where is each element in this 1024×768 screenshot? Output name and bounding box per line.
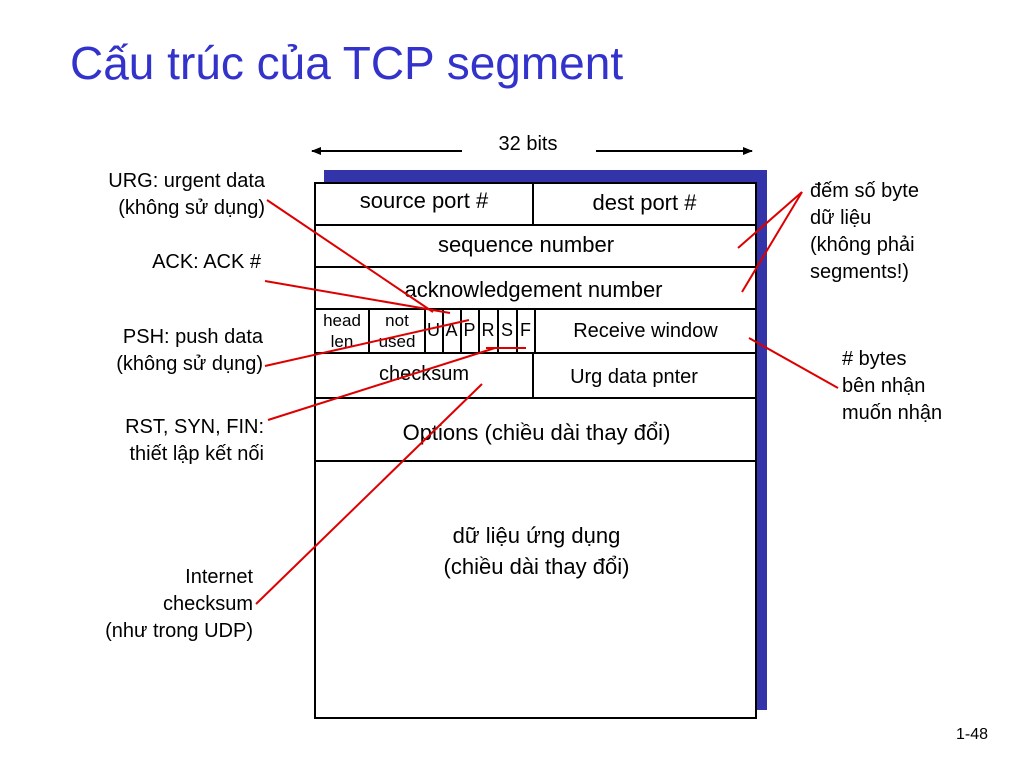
receive-window-callout-line <box>748 337 839 389</box>
flag-r: R <box>481 320 495 340</box>
page-title: Cấu trúc của TCP segment <box>70 37 624 89</box>
app-data-field: dữ liệu ứng dụng (chiều dài thay đổi) <box>443 523 630 579</box>
head-len-field: head len <box>323 311 361 351</box>
byte-count-annotation: đếm số byte dữ liệu (không phải segments… <box>810 180 919 283</box>
page-number: 1-48 <box>955 726 988 743</box>
options-field: Options (chiều dài thay đổi) <box>402 420 671 445</box>
byte-count-callout-ack <box>741 191 803 293</box>
col-divider <box>516 308 518 352</box>
rst-syn-fin-annotation: RST, SYN, FIN: thiết lập kết nối <box>125 416 264 465</box>
receive-window-field: Receive window <box>573 320 718 342</box>
col-divider <box>442 308 444 352</box>
col-divider <box>497 308 499 352</box>
col-divider <box>478 308 480 352</box>
internet-checksum-annotation: Internet checksum (như trong UDP) <box>105 566 253 642</box>
col-divider <box>460 308 462 352</box>
row-divider <box>314 224 757 226</box>
col-divider <box>532 182 534 224</box>
width-label: 32 bits <box>498 133 558 155</box>
dest-port-field: dest port # <box>592 190 697 215</box>
urg-annotation: URG: urgent data (không sử dụng) <box>108 170 265 219</box>
col-divider <box>534 308 536 352</box>
receive-bytes-annotation: # bytes bên nhận muốn nhận <box>842 348 943 424</box>
byte-count-callout-seq <box>737 191 803 249</box>
col-divider <box>368 308 370 352</box>
flag-s: S <box>500 320 513 340</box>
urg-callout-line <box>266 199 434 313</box>
ack-number-field: acknowledgement number <box>404 277 663 302</box>
checksum-field: checksum <box>378 363 470 385</box>
segment-frame <box>314 182 757 719</box>
row-divider <box>314 460 757 462</box>
row-divider <box>314 352 757 354</box>
rst-callout-line <box>267 347 496 421</box>
checksum-callout-line <box>255 383 483 605</box>
ack-callout-line <box>264 280 451 314</box>
ack-annotation: ACK: ACK # <box>152 251 261 273</box>
flag-p: P <box>463 320 476 340</box>
psh-annotation: PSH: push data (không sử dụng) <box>116 326 263 375</box>
source-port-field: source port # <box>359 188 489 213</box>
flag-f: F <box>520 320 531 340</box>
col-divider <box>532 352 534 397</box>
urg-pointer-field: Urg data pnter <box>570 366 698 388</box>
not-used-field: not used <box>378 311 416 351</box>
row-divider <box>314 266 757 268</box>
row-divider <box>314 397 757 399</box>
flag-u: U <box>427 320 440 340</box>
sequence-number-field: sequence number <box>437 232 615 257</box>
psh-callout-line <box>264 319 470 367</box>
